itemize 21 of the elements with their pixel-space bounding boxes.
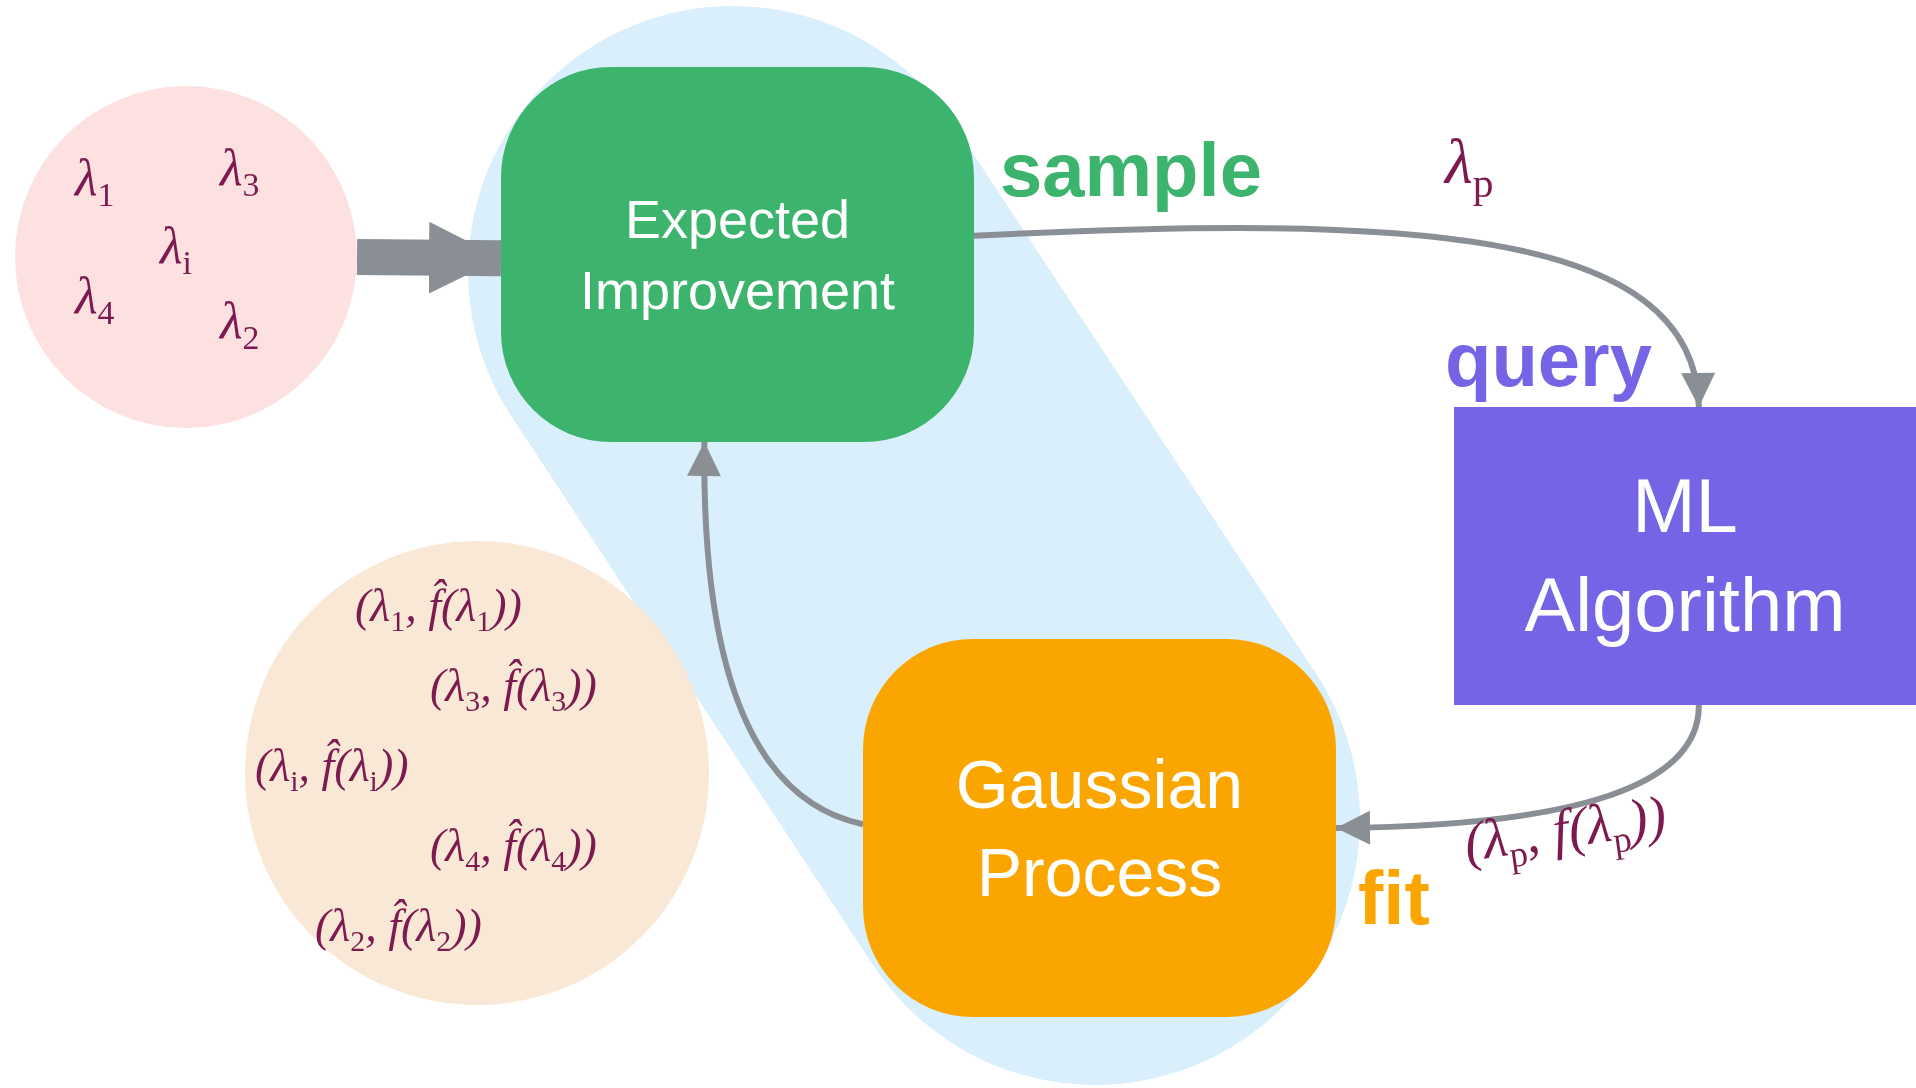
curved-arrow	[687, 441, 864, 828]
math-label: λ$_{p}$	[1445, 125, 1494, 207]
math-label: (λ$_{1}$, f̂(λ$_{1}$))	[355, 579, 522, 639]
box-label: ML Algorithm	[1523, 462, 1847, 649]
math-label: λ$_{1}$	[75, 148, 115, 215]
math-label: λ$_{3}$	[220, 138, 260, 205]
math-label: λ$_{4}$	[75, 266, 115, 333]
box-label: Expected Improvement	[578, 188, 897, 322]
math-label: (λ$_{2}$, f̂(λ$_{2}$))	[315, 899, 482, 959]
step-label: fit	[1358, 860, 1430, 936]
process-box	[1454, 407, 1916, 705]
math-label: λ$_{i}$	[160, 216, 192, 283]
block-arrow	[356, 221, 502, 294]
process-box	[501, 67, 974, 442]
math-label: (λ$_{4}$, f̂(λ$_{4}$))	[430, 819, 597, 879]
math-label: λ$_{2}$	[220, 291, 260, 358]
box-label: Gaussian Process	[954, 744, 1245, 912]
math-label: (λ$_{3}$, f̂(λ$_{3}$))	[430, 659, 597, 719]
process-box	[863, 639, 1336, 1017]
curved-arrow	[1335, 704, 1702, 845]
math-label: (λ$_{i}$, f̂(λ$_{i}$))	[255, 739, 409, 799]
